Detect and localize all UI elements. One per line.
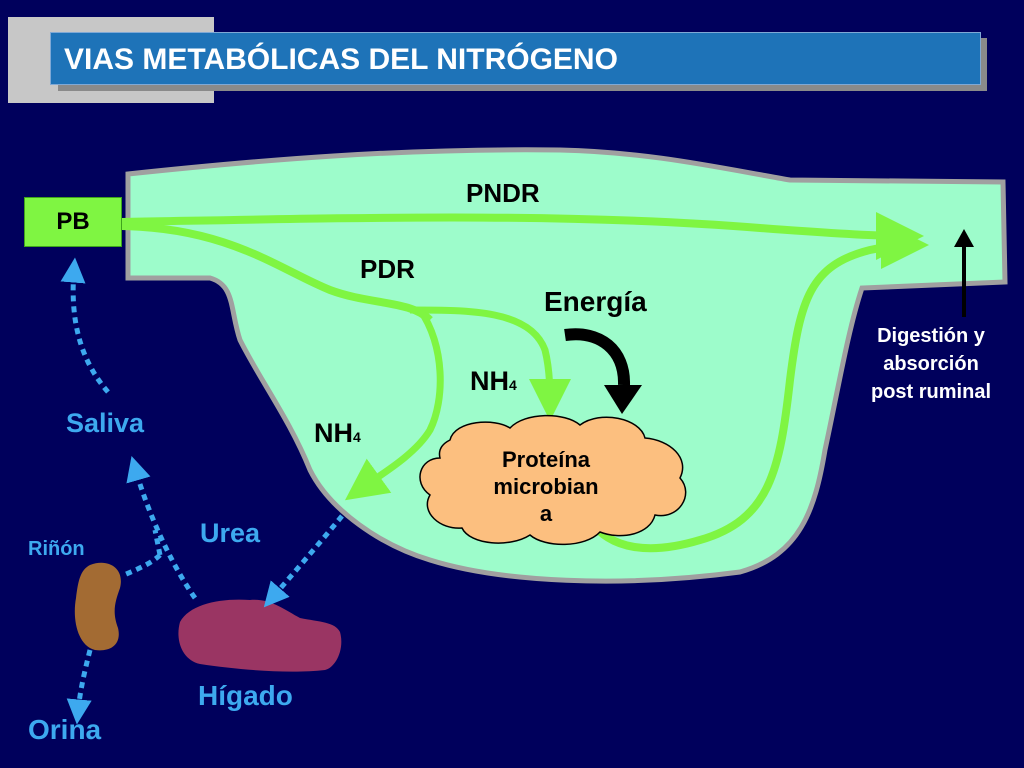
liver-to-saliva-arrow xyxy=(126,455,198,600)
urea-label: Urea xyxy=(200,518,261,548)
nh4-label-right: NH4 xyxy=(470,366,517,396)
saliva-label: Saliva xyxy=(66,408,145,438)
energy-arrowhead xyxy=(604,385,642,414)
kidney-to-orina-arrow xyxy=(66,649,93,725)
pb-box: PB xyxy=(24,197,122,247)
liver-to-kidney-link xyxy=(120,529,163,579)
saliva-to-pb-arrow xyxy=(60,257,110,394)
slide-title: VIAS METABÓLICAS DEL NITRÓGENO xyxy=(50,32,981,85)
microbial-protein-label: Proteína microbian a xyxy=(493,447,599,526)
digestion-label: Digestión y absorción post ruminal xyxy=(870,325,991,403)
energy-arrow xyxy=(564,328,631,386)
liver-shape xyxy=(178,599,342,672)
rumen-to-liver-arrow xyxy=(263,514,344,608)
orina-label: Orina xyxy=(28,714,102,745)
pdr-to-protein-arrow xyxy=(409,306,571,421)
energia-label: Energía xyxy=(544,286,647,317)
pdr-to-liver-nh4-arrow xyxy=(344,307,444,501)
microbial-protein-cloud xyxy=(419,414,687,546)
rinon-label: Riñón xyxy=(28,538,85,560)
pdr-arrow xyxy=(121,222,433,324)
pndr-arrow xyxy=(121,211,924,260)
pndr-label: PNDR xyxy=(466,178,540,208)
pdr-label: PDR xyxy=(360,254,415,284)
kidney-shape xyxy=(74,562,121,651)
nh4-label-left: NH4 xyxy=(314,418,361,448)
microbial-protein-outflow-arrow xyxy=(586,221,929,553)
higado-label: Hígado xyxy=(198,680,293,711)
digestion-arrowhead xyxy=(954,229,974,247)
